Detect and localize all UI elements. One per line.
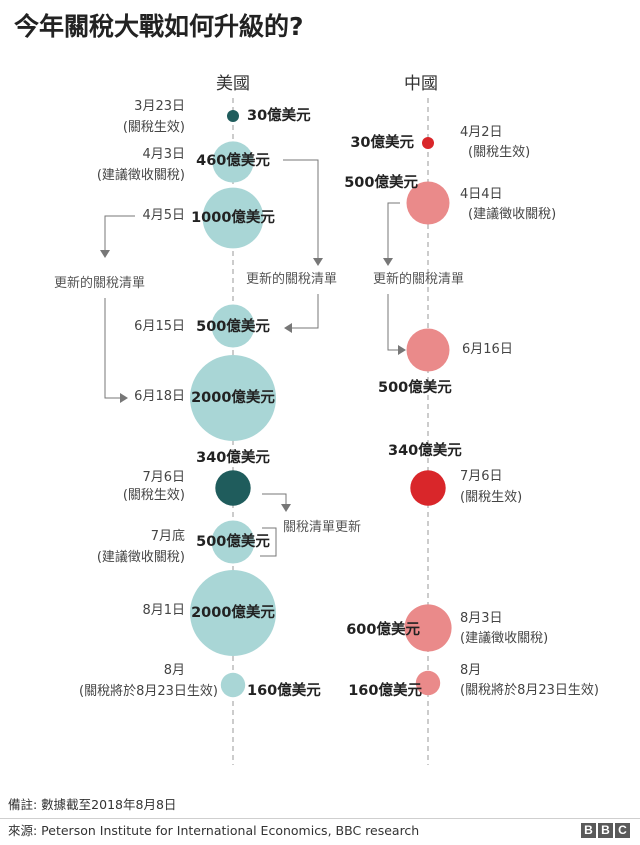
bbc-logo-letter: C (615, 823, 630, 838)
us-event-note: (關稅生效) (122, 120, 185, 135)
china-event-amount: 30億美元 (350, 135, 414, 151)
us-event-note: (關稅生效) (122, 488, 185, 503)
china-event-date: 8月 (460, 663, 482, 678)
china-event-date: 6月16日 (462, 342, 513, 357)
china-event-note: (關稅生效) (460, 490, 523, 505)
footer-divider (0, 818, 640, 819)
us-event-date: 6月15日 (134, 319, 185, 334)
china-event-note: (建議徵收關稅) (460, 631, 549, 646)
china-event-amount: 500億美元 (378, 380, 452, 396)
us-bubble-jun15 (211, 304, 255, 348)
page-title: 今年關稅大戰如何升級的? (14, 12, 304, 41)
us-bubble-apr5 (202, 187, 264, 249)
us-event-amount: 2000億美元 (191, 605, 275, 621)
china-event-note: (建議徵收關稅) (468, 207, 557, 222)
us-event-date: 6月18日 (134, 389, 185, 404)
arrowhead-down-4 (281, 504, 291, 512)
us-bubble-jul-end (211, 520, 255, 564)
us-event-date: 7月6日 (142, 470, 185, 485)
us-event-note: (關稅將於8月23日生效) (79, 684, 218, 699)
china-event-amount: 340億美元 (388, 443, 462, 459)
us-event-note: (建議徵收關稅) (96, 168, 185, 183)
us-bubble-mar23 (227, 110, 239, 122)
footnote-remark: 備註: 數據截至2018年8月8日 (8, 797, 177, 812)
bbc-logo-letter: B (581, 823, 596, 838)
china-event-note: (關稅生效) (468, 145, 531, 160)
china-bubble-aug3 (404, 604, 452, 652)
us-bubble-jun18 (190, 355, 276, 441)
china-bubble-aug (415, 670, 441, 696)
us-event-amount: 160億美元 (247, 683, 321, 699)
china-event-date: 4月2日 (460, 125, 503, 140)
annotation-updated-list: 更新的關稅清單 (246, 272, 338, 287)
china-bubble-jun16 (406, 328, 450, 372)
us-event-amount: 460億美元 (196, 153, 270, 169)
china-bubble-apr2 (422, 137, 434, 149)
china-event-date: 8月3日 (460, 611, 503, 626)
china-event-date: 4日4日 (460, 187, 503, 202)
us-event-amount: 500億美元 (196, 534, 270, 550)
china-event-amount: 500億美元 (344, 175, 418, 191)
annotation-list-updated: 關稅清單更新 (283, 520, 362, 535)
arrow-apr4-to-updated-list (387, 202, 400, 258)
annotation-updated-list: 更新的關稅清單 (54, 276, 146, 291)
china-event-amount: 160億美元 (348, 683, 422, 699)
arrow-updated-list-to-jun16 (387, 294, 398, 351)
china-bubble-jul6 (410, 470, 446, 506)
arrowhead-down-1 (100, 250, 110, 258)
china-event-note: (關稅將於8月23日生效) (460, 683, 599, 698)
us-event-amount: 1000億美元 (191, 210, 275, 226)
us-bubble-aug (220, 672, 246, 698)
arrowhead-right-jun18 (120, 393, 128, 403)
us-event-date: 3月23日 (134, 99, 185, 114)
china-event-date: 7月6日 (460, 469, 503, 484)
us-bubble-aug1 (190, 570, 276, 656)
arrowhead-left-jun15 (284, 323, 292, 333)
arrowhead-down-2 (313, 258, 323, 266)
china-event-amount: 600億美元 (346, 622, 420, 638)
arrow-updated-list-to-jun15 (292, 294, 319, 329)
arrow-updated-list-to-jun18 (104, 298, 120, 399)
us-event-date: 8月1日 (142, 603, 185, 618)
arrow-apr5-to-updated-list (104, 215, 135, 250)
bbc-logo: B B C (581, 823, 630, 838)
annotation-updated-list: 更新的關稅清單 (373, 272, 465, 287)
footnote-source: 來源: Peterson Institute for International… (8, 823, 420, 838)
us-event-date: 8月 (163, 663, 185, 678)
bbc-logo-letter: B (598, 823, 613, 838)
arrow-jul6-to-list-updated (262, 493, 287, 504)
china-column-header: 中國 (404, 74, 438, 94)
china-bubble-apr4 (406, 181, 450, 225)
us-event-amount: 500億美元 (196, 319, 270, 335)
us-bubble-jul6 (215, 470, 251, 506)
arrowhead-down-3 (383, 258, 393, 266)
us-event-date: 7月底 (150, 529, 185, 544)
us-event-note: (建議徵收關稅) (96, 550, 185, 565)
us-event-amount: 340億美元 (196, 450, 270, 466)
us-event-amount: 30億美元 (247, 108, 311, 124)
arrow-apr3-to-updated-list (283, 159, 319, 258)
us-bubble-apr3 (212, 141, 254, 183)
us-event-amount: 2000億美元 (191, 390, 275, 406)
bracket-list-updated (260, 527, 277, 557)
us-event-date: 4月5日 (142, 208, 185, 223)
arrowhead-right-jun16 (398, 345, 406, 355)
us-event-date: 4月3日 (142, 147, 185, 162)
us-column-header: 美國 (216, 74, 250, 94)
